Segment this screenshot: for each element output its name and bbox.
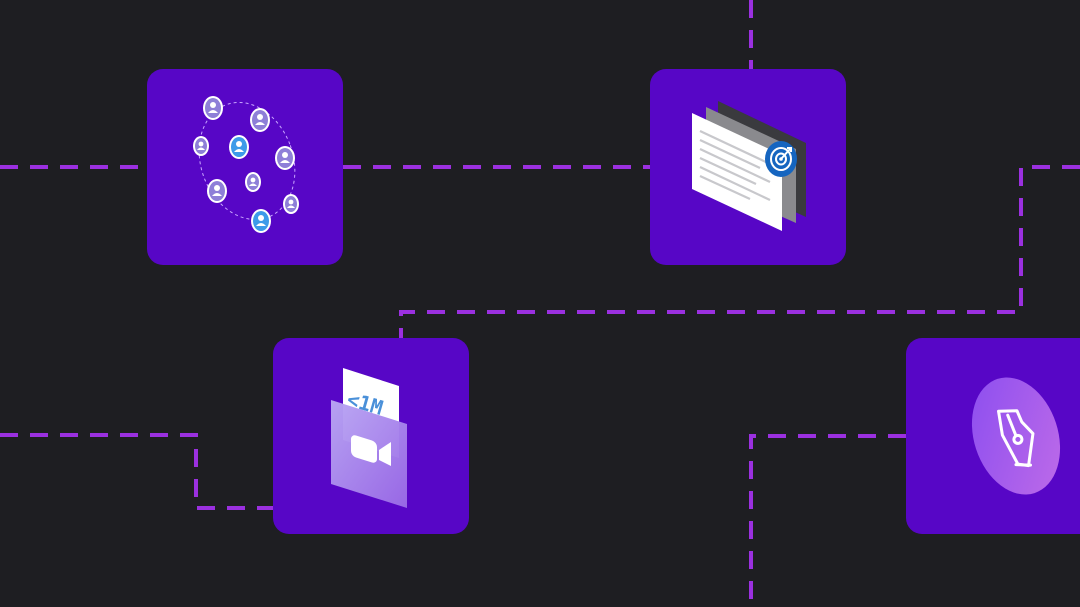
documents-target-icon [692,101,806,231]
connector-left-bottom [0,433,273,510]
people-network-icon [193,96,299,233]
pen-nib-icon [971,377,1061,495]
target-badge-icon [765,141,797,177]
tile-people-network [147,69,343,265]
connector-right-loop [399,165,1080,338]
connector-pen-down [749,434,906,607]
tile-pen-nib [906,338,1080,534]
video-transcript-icon: <1M [331,368,407,508]
person-avatars [193,96,299,233]
tile-video-transcript: <1M [273,338,469,534]
video-camera-icon [351,435,391,466]
tile-documents [650,69,846,265]
